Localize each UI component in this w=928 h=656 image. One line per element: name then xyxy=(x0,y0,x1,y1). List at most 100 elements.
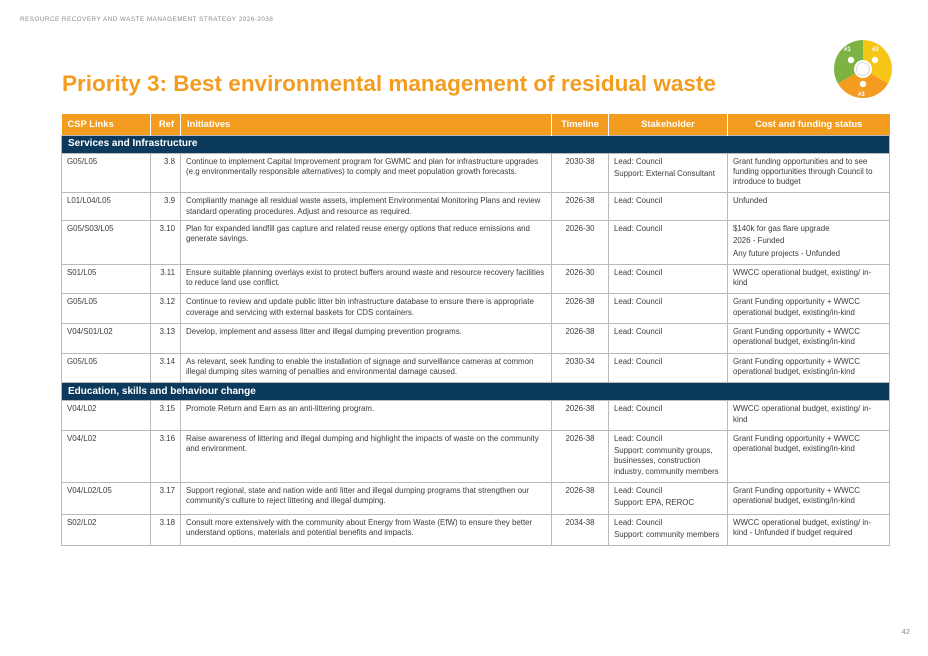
header-cost-funding: Cost and funding status xyxy=(727,114,890,135)
header-stakeholder: Stakeholder xyxy=(608,114,728,135)
stakeholder-cell-line: Lead: Council xyxy=(614,356,663,366)
stakeholder-cell: Lead: Council xyxy=(608,192,728,221)
cost-funding-cell: Grant Funding opportunity + WWCC operati… xyxy=(727,482,890,515)
stakeholder-cell: Lead: Council xyxy=(608,293,728,325)
stakeholder-cell: Lead: Council xyxy=(608,263,728,295)
csp-links-cell: V04/L02/L05 xyxy=(61,482,151,515)
csp-links-cell: G05/L05 xyxy=(61,352,151,384)
initiative-cell: Continue to review and update public lit… xyxy=(180,293,552,325)
cost-funding-cell-line: Unfunded xyxy=(733,196,768,206)
timeline-cell: 2026-38 xyxy=(551,192,609,221)
cost-funding-cell-line: Grant Funding opportunity + WWCC operati… xyxy=(733,356,860,376)
wheel-label-2: #2 xyxy=(872,47,879,53)
section-title: Education, skills and behaviour change xyxy=(61,382,890,402)
csp-links-cell: S01/L05 xyxy=(61,263,151,295)
cost-funding-cell: Grant Funding opportunity + WWCC operati… xyxy=(727,352,890,384)
stakeholder-cell-line: Lead: Council xyxy=(614,404,663,414)
table-header-row: CSP Links Ref Initiatives Timeline Stake… xyxy=(61,114,890,135)
csp-links-cell: G05/S03/L05 xyxy=(61,219,151,265)
stakeholder-cell: Lead: Council xyxy=(608,400,728,431)
stakeholder-cell-line: Lead: Council xyxy=(614,517,663,527)
cost-funding-cell-line: Grant Funding opportunity + WWCC operati… xyxy=(733,486,860,506)
initiatives-table: CSP Links Ref Initiatives Timeline Stake… xyxy=(61,114,890,547)
initiative-cell: Compliantly manage all residual waste as… xyxy=(180,192,552,221)
section-title: Services and Infrastructure xyxy=(61,134,890,154)
ref-cell: 3.9 xyxy=(150,192,181,221)
csp-links-cell: V04/L02 xyxy=(61,400,151,431)
initiative-cell: Continue to implement Capital Improvemen… xyxy=(180,152,552,194)
cost-funding-cell: WWCC operational budget, existing/ in-ki… xyxy=(727,513,890,547)
header-timeline: Timeline xyxy=(551,114,609,135)
initiative-cell: Support regional, state and nation wide … xyxy=(180,482,552,515)
ref-cell: 3.14 xyxy=(150,352,181,384)
stakeholder-cell-line: Support: community groups, businesses, c… xyxy=(614,446,719,476)
stakeholder-cell-line: Support: EPA, REROC xyxy=(614,498,695,508)
section-header-row: Services and Infrastructure xyxy=(61,134,890,154)
cost-funding-cell-line: 2026 - Funded xyxy=(733,236,785,246)
ref-cell: 3.18 xyxy=(150,513,181,547)
stakeholder-cell: Lead: Council xyxy=(608,323,728,354)
ref-cell: 3.11 xyxy=(150,263,181,295)
initiative-cell: Promote Return and Earn as an anti-litte… xyxy=(180,400,552,431)
csp-links-cell: V04/S01/L02 xyxy=(61,323,151,354)
stakeholder-cell-line: Lead: Council xyxy=(614,223,663,233)
wheel-label-3: #3 xyxy=(858,92,865,98)
cost-funding-cell-line: WWCC operational budget, existing/ in-ki… xyxy=(733,404,872,424)
ref-cell: 3.10 xyxy=(150,219,181,265)
page-title: Priority 3: Best environmental managemen… xyxy=(62,71,716,96)
header-ref: Ref xyxy=(150,114,181,135)
timeline-cell: 2026-38 xyxy=(551,400,609,431)
timeline-cell: 2026-38 xyxy=(551,293,609,325)
recycle-glyph xyxy=(847,56,879,88)
stakeholder-cell-line: Support: community members xyxy=(614,529,720,539)
stakeholder-cell-line: Lead: Council xyxy=(614,327,663,337)
cost-funding-cell: Grant funding opportunities and to see f… xyxy=(727,152,890,194)
cost-funding-cell-line: Grant Funding opportunity + WWCC operati… xyxy=(733,297,860,317)
timeline-cell: 2026-30 xyxy=(551,263,609,295)
stakeholder-cell-line: Lead: Council xyxy=(614,196,663,206)
timeline-cell: 2026-38 xyxy=(551,482,609,515)
header-csp-links: CSP Links xyxy=(61,114,151,135)
stakeholder-cell-line: Lead: Council xyxy=(614,156,663,166)
ref-cell: 3.12 xyxy=(150,293,181,325)
cost-funding-cell-line: Grant funding opportunities and to see f… xyxy=(733,156,873,187)
csp-links-cell: S02/L02 xyxy=(61,513,151,547)
header-initiatives: Initiatives xyxy=(180,114,552,135)
ref-cell: 3.8 xyxy=(150,152,181,194)
ref-cell: 3.16 xyxy=(150,429,181,484)
initiative-cell: Develop, implement and assess litter and… xyxy=(180,323,552,354)
section-header-row: Education, skills and behaviour change xyxy=(61,382,890,402)
stakeholder-cell: Lead: Council xyxy=(608,352,728,384)
initiative-cell: As relevant, seek funding to enable the … xyxy=(180,352,552,384)
initiative-cell: Raise awareness of littering and illegal… xyxy=(180,429,552,484)
priority-wheel-icon: #1 #2 #3 xyxy=(834,40,892,98)
timeline-cell: 2030-38 xyxy=(551,152,609,194)
stakeholder-cell-line: Lead: Council xyxy=(614,433,663,443)
cost-funding-cell-line: WWCC operational budget, existing/ in-ki… xyxy=(733,267,872,288)
initiative-cell: Ensure suitable planning overlays exist … xyxy=(180,263,552,295)
cost-funding-cell: Unfunded xyxy=(727,192,890,221)
wheel-label-1: #1 xyxy=(844,47,851,53)
cost-funding-cell-line: Grant Funding opportunity + WWCC operati… xyxy=(733,433,860,454)
timeline-cell: 2026-38 xyxy=(551,323,609,354)
initiative-cell: Plan for expanded landfill gas capture a… xyxy=(180,219,552,265)
cost-funding-cell-line: Any future projects - Unfunded xyxy=(733,248,841,258)
csp-links-cell: V04/L02 xyxy=(61,429,151,484)
cost-funding-cell: Grant Funding opportunity + WWCC operati… xyxy=(727,429,890,484)
ref-cell: 3.15 xyxy=(150,400,181,431)
ref-cell: 3.17 xyxy=(150,482,181,515)
